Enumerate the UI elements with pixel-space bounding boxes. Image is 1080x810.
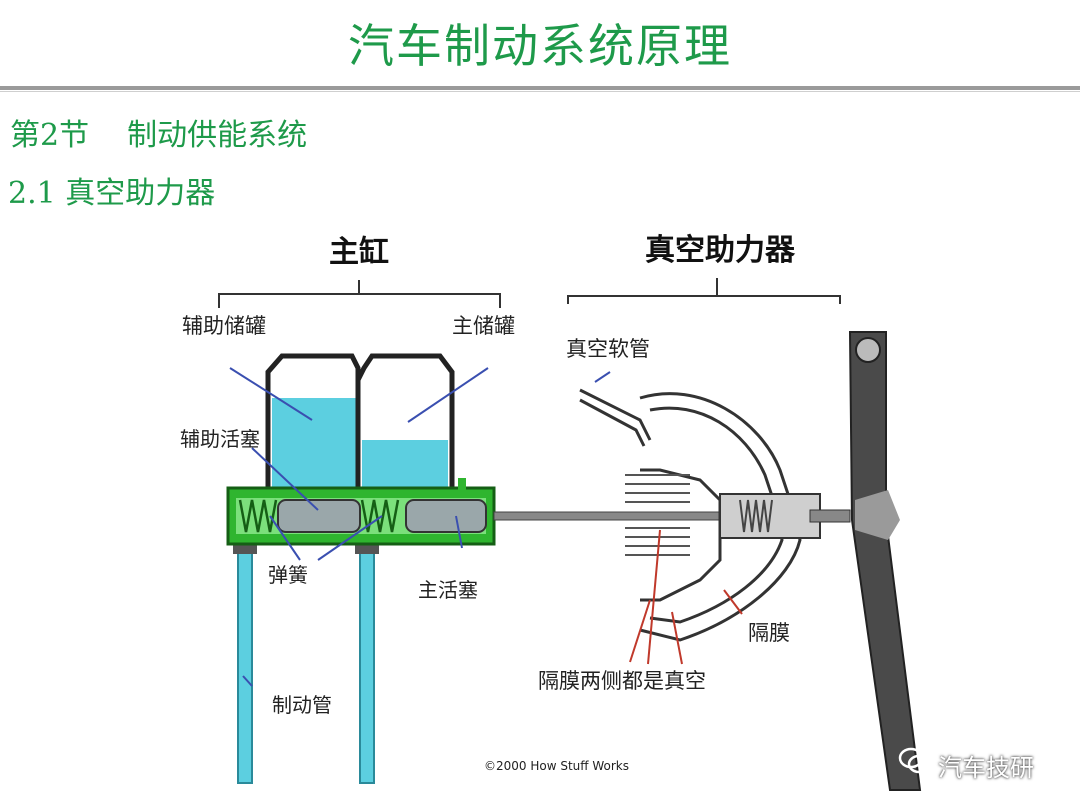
master-cylinder-body (226, 478, 496, 546)
title-divider-shadow (0, 91, 1080, 92)
section-number: 第2节 (10, 118, 90, 153)
aux-piston-label: 辅助活塞 (180, 427, 260, 451)
booster-bracket (567, 278, 841, 304)
pointer-lines-red (629, 529, 743, 665)
brake-pipe-label: 制动管 (272, 693, 332, 717)
title-divider (0, 86, 1080, 90)
aux-reservoir-label: 辅助储罐 (182, 314, 266, 338)
main-reservoir-label: 主储罐 (452, 314, 515, 338)
section-title: 制动供能系统 (127, 118, 308, 153)
vacuum-booster-label: 真空助力器 (645, 233, 796, 268)
slide-title: 汽车制动系统原理 (348, 19, 732, 73)
brake-pedal (848, 331, 922, 791)
watermark-text: 汽车技研 (938, 754, 1034, 782)
master-cylinder-label: 主缸 (329, 235, 389, 270)
subsection-heading: 2.1 真空助力器 (8, 176, 216, 211)
master-cylinder-bracket (218, 280, 501, 308)
credit-label: ©2000 How Stuff Works (484, 759, 629, 773)
vacuum-booster (579, 388, 851, 642)
diaphragm-label: 隔膜 (748, 621, 790, 645)
pointer-lines-blue (229, 367, 611, 687)
vacuum-hose-label: 真空软管 (566, 337, 650, 361)
main-piston-label: 主活塞 (418, 578, 478, 602)
wechat-icon (898, 747, 931, 774)
spring-label: 弹簧 (268, 563, 308, 587)
section-heading: 第2节 制动供能系统 (10, 110, 307, 154)
both-sides-vacuum-label: 隔膜两侧都是真空 (538, 669, 706, 693)
reservoirs (265, 353, 455, 493)
